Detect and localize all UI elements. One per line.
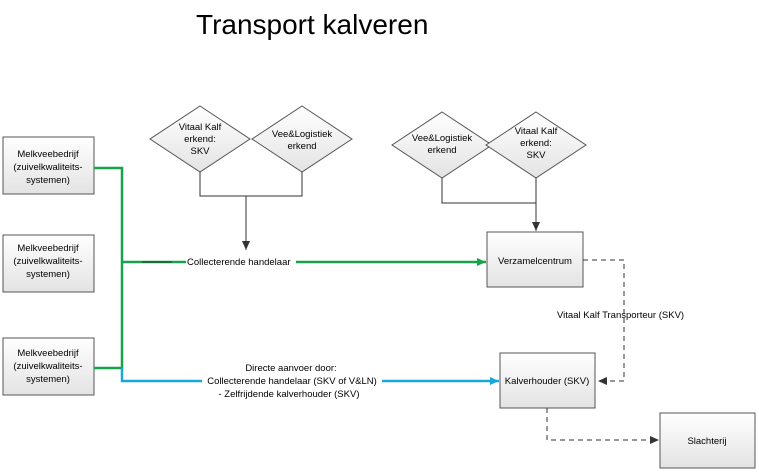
diamond-right-vee: Vee&Logistiek erkend <box>391 111 493 179</box>
connector-left-diamonds <box>199 172 303 250</box>
farm-1-line2: (zuivelkwaliteits- <box>13 162 82 173</box>
farm-3-line2: (zuivelkwaliteits- <box>13 361 82 372</box>
green-flow <box>94 166 486 370</box>
diamond-right-vitaal-line2: erkend: <box>520 138 552 149</box>
farm-2-line1: Melkveebedrijf <box>17 243 79 254</box>
box-verzamelcentrum: Verzamelcentrum <box>486 231 584 288</box>
page-title: Transport kalveren <box>196 9 428 40</box>
farm-1-line1: Melkveebedrijf <box>17 149 79 160</box>
diamond-right-vitaal-line3: SKV <box>526 150 546 161</box>
farm-box-2: Melkveebedrijf (zuivelkwaliteits- system… <box>2 234 95 293</box>
label-collecterende: Collecterende handelaar <box>187 257 291 268</box>
diamond-left-vee-line2: erkend <box>287 141 316 152</box>
label-direct-line3: - Zelfrijdende kalverhouder (SKV) <box>219 389 360 400</box>
label-direct-line1: Directe aanvoer door: <box>245 363 336 374</box>
slachterij-label: Slachterij <box>687 436 726 447</box>
diamond-right-vitaal: Vitaal Kalf erkend: SKV <box>485 111 587 179</box>
diamond-left-vitaal-line2: erkend: <box>184 134 216 145</box>
label-transporteur: Vitaal Kalf Transporteur (SKV) <box>557 310 684 321</box>
verzamelcentrum-label: Verzamelcentrum <box>498 256 572 267</box>
farm-2-line3: systemen) <box>26 269 70 280</box>
farm-3-line1: Melkveebedrijf <box>17 348 79 359</box>
kalverhouder-label: Kalverhouder (SKV) <box>505 376 589 387</box>
diamond-right-vitaal-line1: Vitaal Kalf <box>515 126 558 137</box>
diamond-left-vee-line1: Vee&Logistiek <box>272 129 332 140</box>
box-kalverhouder: Kalverhouder (SKV) <box>499 352 596 409</box>
label-direct-line2: Collecterende handelaar (SKV of V&LN) <box>207 376 377 387</box>
diamond-left-vitaal: Vitaal Kalf erkend: SKV <box>149 105 251 173</box>
diamond-left-vitaal-line3: SKV <box>190 146 210 157</box>
farm-box-3: Melkveebedrijf (zuivelkwaliteits- system… <box>2 337 95 396</box>
blue-flow <box>120 368 499 385</box>
box-slachterij: Slachterij <box>659 412 756 469</box>
farm-2-line2: (zuivelkwaliteits- <box>13 256 82 267</box>
dashed-verzamel-to-kalverhouder <box>583 259 625 385</box>
diamond-right-vee-line2: erkend <box>427 145 456 156</box>
farm-3-line3: systemen) <box>26 374 70 385</box>
diamond-left-vee: Vee&Logistiek erkend <box>251 105 353 173</box>
connector-right-diamonds <box>441 178 540 231</box>
farm-box-1: Melkveebedrijf (zuivelkwaliteits- system… <box>2 136 95 195</box>
farm-1-line3: systemen) <box>26 175 70 186</box>
diamond-left-vitaal-line1: Vitaal Kalf <box>179 122 222 133</box>
diamond-right-vee-line1: Vee&Logistiek <box>412 133 472 144</box>
dashed-kalverhouder-to-slachterij <box>546 408 659 444</box>
